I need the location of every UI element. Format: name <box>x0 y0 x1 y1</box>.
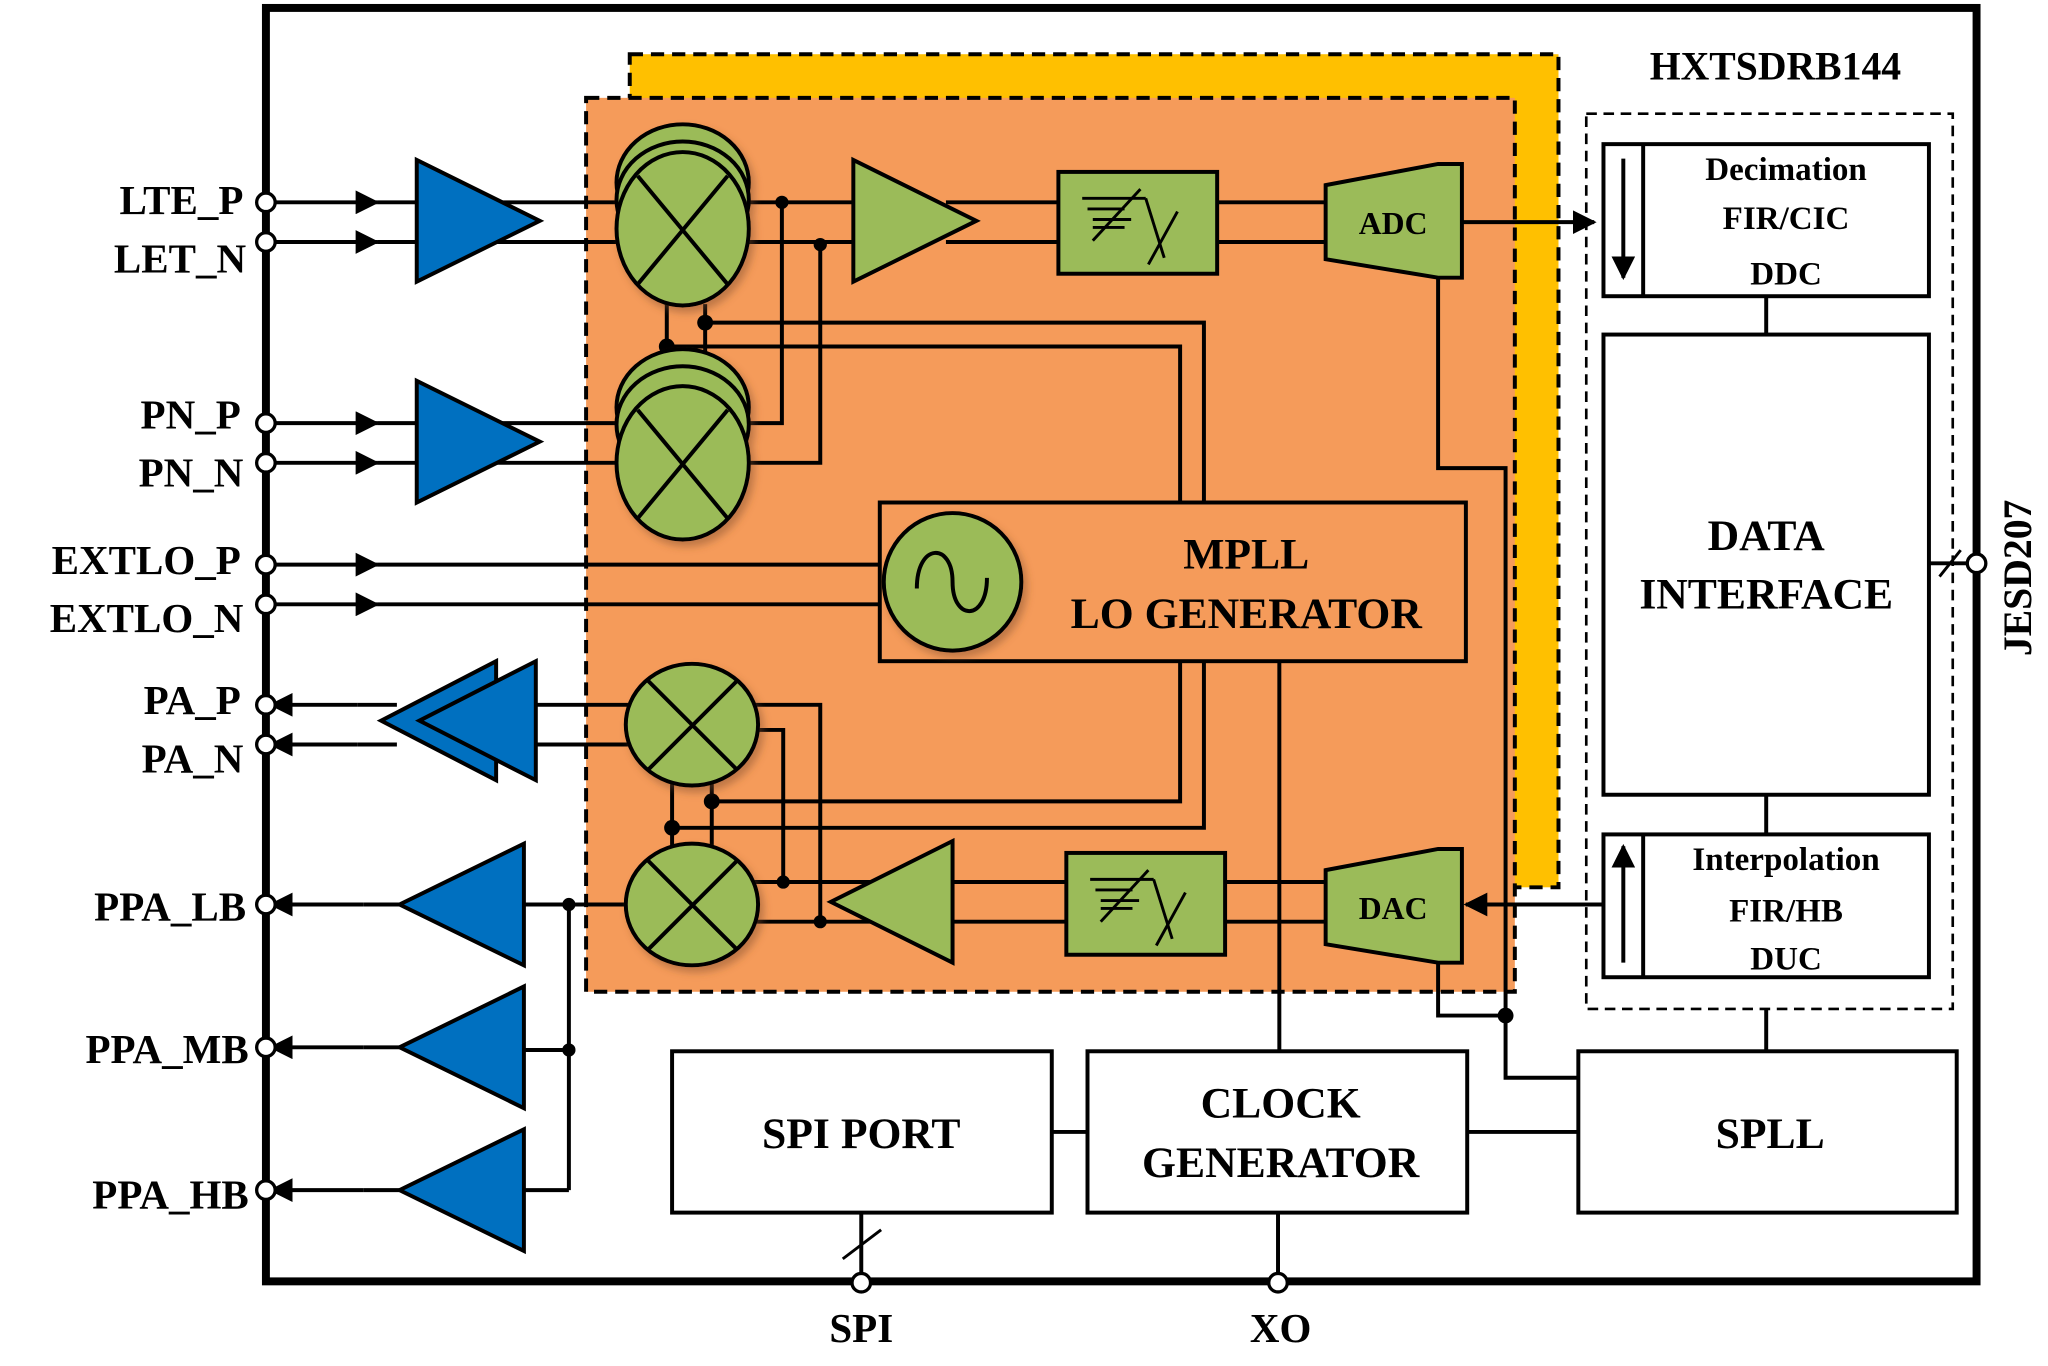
pn-mixer-stack <box>614 347 751 542</box>
decimation-label-line2: FIR/CIC <box>1723 201 1850 237</box>
interpolation-block: Interpolation FIR/HB DUC <box>1601 832 1931 980</box>
chip-name: HXTSDRB144 <box>1650 44 1902 88</box>
dac-label: DAC <box>1359 891 1428 926</box>
pin-label-ppa-hb: PPA_HB <box>92 1172 248 1218</box>
pn-input-wires <box>265 411 622 475</box>
rx-tunable-filter <box>1056 169 1220 276</box>
pin-pa-p <box>255 693 277 716</box>
clock-generator-label-line1: CLOCK <box>1201 1079 1361 1127</box>
spi-port-label: SPI PORT <box>762 1110 961 1158</box>
pa-output-wires <box>268 692 629 757</box>
pin-label-xo: XO <box>1250 1305 1312 1351</box>
extlo-input-wires <box>265 552 880 617</box>
interpolation-label-line2: FIR/HB <box>1729 894 1843 930</box>
tx-mixer-lower <box>623 841 761 968</box>
pin-label-pn-n: PN_N <box>139 450 244 496</box>
pin-ppa-hb <box>255 1179 277 1202</box>
lte-input-wires <box>265 190 622 254</box>
tx-baseband-amplifier <box>826 837 955 966</box>
pin-xo <box>1267 1271 1289 1294</box>
rx-wiring <box>658 195 1597 1016</box>
pn-lna-amplifier <box>414 377 545 506</box>
pin-label-ppa-lb: PPA_LB <box>94 883 246 929</box>
adc-block: ADC <box>1323 161 1464 280</box>
pin-pn-n <box>255 451 277 474</box>
spi-pin-wire <box>841 1212 882 1282</box>
spll-block: SPLL <box>1576 1049 1959 1215</box>
pin-spi <box>850 1271 873 1294</box>
chip-boundary <box>261 3 1981 1286</box>
lte-lna-amplifier <box>414 156 545 285</box>
pin-label-ppa-mb: PPA_MB <box>85 1026 248 1072</box>
ppa-output-wires <box>268 892 629 1203</box>
pin-label-pn-p: PN_P <box>141 391 241 437</box>
pin-lte-p <box>255 191 277 214</box>
spll-label: SPLL <box>1716 1110 1825 1158</box>
interpolation-label-line3: DUC <box>1750 941 1822 977</box>
dac-block: DAC <box>1323 846 1464 965</box>
adc-label: ADC <box>1359 206 1428 241</box>
data-interface-label-line2: INTERFACE <box>1639 570 1893 618</box>
oscillator-icon <box>881 511 1024 653</box>
pin-ppa-mb <box>255 1036 277 1059</box>
clock-generator-block: CLOCK GENERATOR <box>1085 1049 1470 1215</box>
pin-label-pa-n: PA_N <box>142 735 244 781</box>
ppa-hb-amplifier <box>395 1126 526 1255</box>
data-interface-block: DATA INTERFACE <box>1601 332 1931 797</box>
pin-extlo-n <box>255 593 277 616</box>
ppa-mb-amplifier <box>395 983 526 1112</box>
mpll-label-line1: MPLL <box>1183 531 1309 579</box>
decimation-label-line3: DDC <box>1750 256 1822 292</box>
tx-mixer-upper <box>623 661 761 788</box>
decimation-block: Decimation FIR/CIC DDC <box>1601 142 1931 299</box>
lte-mixer-stack <box>614 122 751 308</box>
tx-tunable-filter <box>1064 850 1228 957</box>
pa-driver-amplifier <box>415 657 538 784</box>
pin-label-extlo-n: EXTLO_N <box>50 595 244 641</box>
pin-extlo-p <box>255 553 277 576</box>
pin-pn-p <box>255 412 277 435</box>
pin-label-spi: SPI <box>829 1305 893 1351</box>
data-interface-label-line1: DATA <box>1708 512 1826 560</box>
decimation-label-line1: Decimation <box>1705 152 1867 188</box>
pin-jesd207 <box>1965 552 1988 575</box>
left-pin-labels: LTE_P LET_N PN_P PN_N EXTLO_P EXTLO_N PA… <box>50 177 249 1217</box>
clock-generator-label-line2: GENERATOR <box>1142 1139 1420 1187</box>
pin-label-pa-p: PA_P <box>144 677 241 723</box>
spi-port-block: SPI PORT <box>670 1049 1054 1215</box>
pin-let-n <box>255 231 277 253</box>
pin-ppa-lb <box>255 893 277 916</box>
interpolation-label-line1: Interpolation <box>1692 842 1879 878</box>
pin-label-let-n: LET_N <box>114 235 247 281</box>
pin-label-extlo-p: EXTLO_P <box>52 537 241 583</box>
mpll-label-line2: LO GENERATOR <box>1071 590 1423 638</box>
left-pins <box>255 191 277 1202</box>
ppa-lb-amplifier <box>395 840 526 969</box>
pin-pa-n <box>255 733 277 756</box>
pin-label-jesd207: JESD207 <box>1996 500 2040 656</box>
tx-wiring <box>664 661 1604 1080</box>
rx-baseband-amplifier <box>851 156 981 285</box>
pin-label-lte-p: LTE_P <box>120 177 244 223</box>
